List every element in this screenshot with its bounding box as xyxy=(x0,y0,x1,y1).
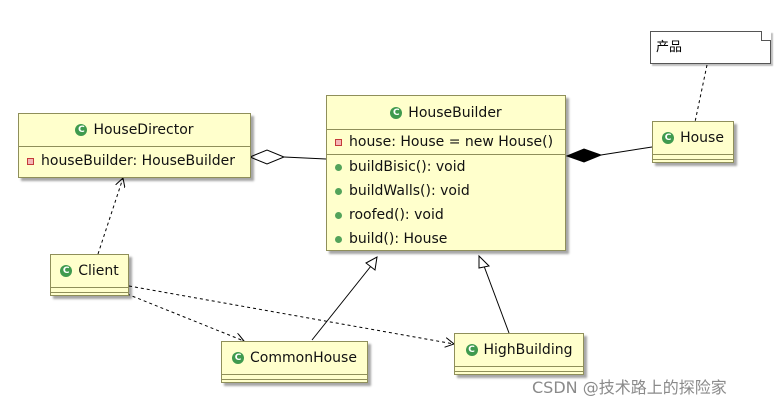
class-icon: C xyxy=(60,265,73,277)
composition-diamond xyxy=(565,148,603,163)
note-product[interactable]: 产品 xyxy=(650,31,771,64)
operation-text: roofed(): void xyxy=(349,207,444,223)
private-field-icon xyxy=(335,138,342,146)
note-fold-corner xyxy=(761,31,771,41)
attribute-text: house: House = new House() xyxy=(349,134,554,150)
class-client[interactable]: C Client xyxy=(50,254,129,296)
class-header: C House xyxy=(653,122,733,155)
attribute-row[interactable]: houseBuilder: HouseBuilder xyxy=(19,147,250,175)
class-header: C CommonHouse xyxy=(222,342,367,375)
client-highbuilding-dependency xyxy=(128,285,454,344)
watermark-text: CSDN @技术路上的探险家 xyxy=(532,378,727,397)
class-header: C HighBuilding xyxy=(455,334,583,367)
class-house-builder[interactable]: C HouseBuilder house: House = new House(… xyxy=(326,95,566,251)
attributes-section xyxy=(222,375,367,380)
class-icon: C xyxy=(390,106,403,119)
class-icon: C xyxy=(75,124,88,136)
operations-section xyxy=(51,293,128,297)
class-name: House xyxy=(680,130,724,146)
commonhouse-generalization-line xyxy=(311,265,372,341)
operation-text: buildBisic(): void xyxy=(349,159,466,175)
client-director-dependency xyxy=(97,178,123,255)
attributes-section xyxy=(653,155,733,160)
aggregation-diamond xyxy=(248,149,286,165)
operations-section xyxy=(222,380,367,384)
class-icon: C xyxy=(232,352,245,364)
private-field-icon xyxy=(27,157,34,165)
operations-section: buildBisic(): void buildWalls(): void ro… xyxy=(327,155,565,251)
public-method-icon xyxy=(335,235,342,243)
highbuilding-generalization-line xyxy=(483,265,510,334)
aggregation-line xyxy=(283,156,327,160)
note-text: 产品 xyxy=(656,40,683,55)
note-anchor-line xyxy=(694,64,708,123)
class-name: HighBuilding xyxy=(483,342,573,358)
class-high-building[interactable]: C HighBuilding xyxy=(454,333,584,375)
class-header: C HouseBuilder xyxy=(327,96,565,130)
public-method-icon xyxy=(335,211,342,219)
class-house[interactable]: C House xyxy=(652,121,734,163)
commonhouse-generalization-arrow xyxy=(365,256,378,271)
class-name: CommonHouse xyxy=(250,350,357,366)
class-header: C HouseDirector xyxy=(19,114,250,147)
class-name: HouseBuilder xyxy=(408,104,502,121)
public-method-icon xyxy=(335,163,342,171)
operation-text: build(): House xyxy=(349,231,448,247)
operation-row[interactable]: buildBisic(): void xyxy=(327,155,565,179)
operation-text: buildWalls(): void xyxy=(349,183,470,199)
operation-row[interactable]: build(): House xyxy=(327,227,565,251)
class-common-house[interactable]: C CommonHouse xyxy=(221,341,368,383)
attributes-section xyxy=(455,367,583,372)
attributes-section xyxy=(51,288,128,293)
class-name: Client xyxy=(78,263,119,279)
class-icon: C xyxy=(465,344,478,356)
attributes-section: houseBuilder: HouseBuilder xyxy=(19,147,250,175)
operation-row[interactable]: roofed(): void xyxy=(327,203,565,227)
client-commonhouse-dependency xyxy=(126,293,244,341)
highbuilding-generalization-arrow xyxy=(478,254,491,269)
attribute-row[interactable]: house: House = new House() xyxy=(327,130,565,154)
class-name: HouseDirector xyxy=(93,122,194,138)
class-house-director[interactable]: C HouseDirector houseBuilder: HouseBuild… xyxy=(18,113,251,178)
composition-line xyxy=(600,146,653,156)
attribute-text: houseBuilder: HouseBuilder xyxy=(41,153,236,169)
operations-section xyxy=(653,160,733,164)
operation-row[interactable]: buildWalls(): void xyxy=(327,179,565,203)
class-icon: C xyxy=(662,132,675,144)
attributes-section: house: House = new House() xyxy=(327,130,565,155)
class-header: C Client xyxy=(51,255,128,288)
public-method-icon xyxy=(335,187,342,195)
